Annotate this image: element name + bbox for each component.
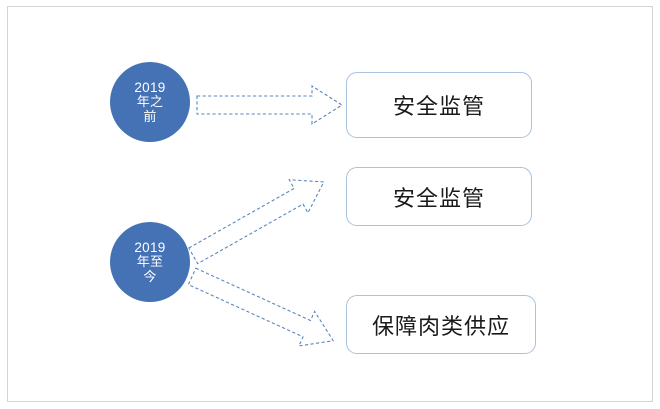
arrow-since2019-to-meat-supply-down <box>187 267 335 347</box>
node-period-since-2019[interactable]: 2019 年至 今 <box>110 222 190 302</box>
node-target-meat-supply[interactable]: 保障肉类供应 <box>346 295 536 354</box>
period-since-2019-line-1: 2019 <box>134 239 166 255</box>
period-before-2019-line-3: 前 <box>143 108 157 124</box>
target-safety-supervision-2-label: 安全监管 <box>392 185 485 211</box>
period-before-2019-line-1: 2019 <box>134 79 166 95</box>
target-safety-supervision-1-label: 安全监管 <box>392 94 485 119</box>
arrow-before2019-to-safety <box>196 85 344 125</box>
arrow-since2019-to-meat-supply-up <box>188 179 325 265</box>
node-target-safety-supervision-2[interactable]: 安全监管 <box>346 167 532 226</box>
period-since-2019-line-2: 年至 <box>136 254 164 269</box>
node-period-before-2019[interactable]: 2019 年之 前 <box>110 62 190 142</box>
period-before-2019-line-2: 年之 <box>136 94 164 109</box>
node-target-safety-supervision-1[interactable]: 安全监管 <box>346 72 532 138</box>
target-meat-supply-label: 保障肉类供应 <box>371 313 510 339</box>
period-since-2019-line-3: 今 <box>143 268 157 284</box>
